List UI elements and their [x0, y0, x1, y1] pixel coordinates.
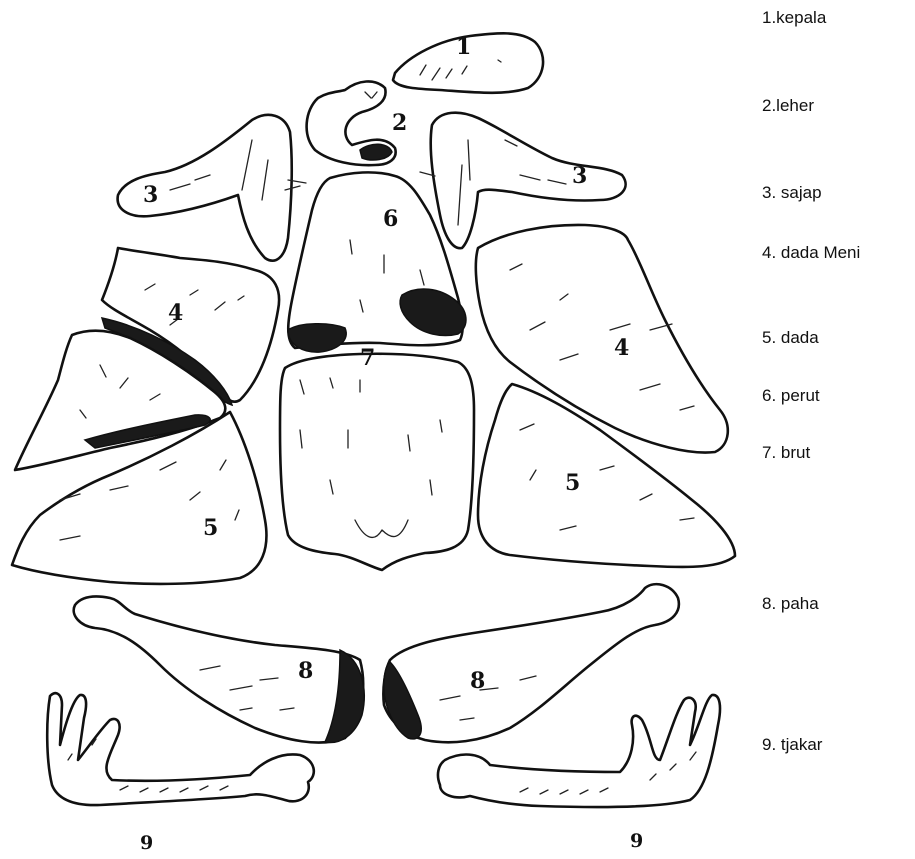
piece-wing-left: 3: [118, 115, 306, 261]
piece-number: 7: [360, 345, 375, 371]
piece-number: 6: [383, 206, 398, 232]
piece-neck: 2: [307, 81, 408, 165]
piece-number: 2: [392, 110, 407, 136]
piece-number: 5: [203, 515, 218, 541]
piece-number: 8: [298, 658, 313, 684]
piece-head: 1: [393, 33, 543, 92]
piece-number: 8: [470, 668, 485, 694]
piece-number: 4: [614, 335, 629, 361]
piece-number: 1: [456, 34, 471, 60]
piece-number: 5: [565, 470, 580, 496]
piece-number: 3: [572, 163, 587, 189]
piece-rump: 7: [280, 345, 474, 570]
piece-number: 4: [168, 300, 183, 326]
piece-number: 3: [143, 182, 158, 208]
